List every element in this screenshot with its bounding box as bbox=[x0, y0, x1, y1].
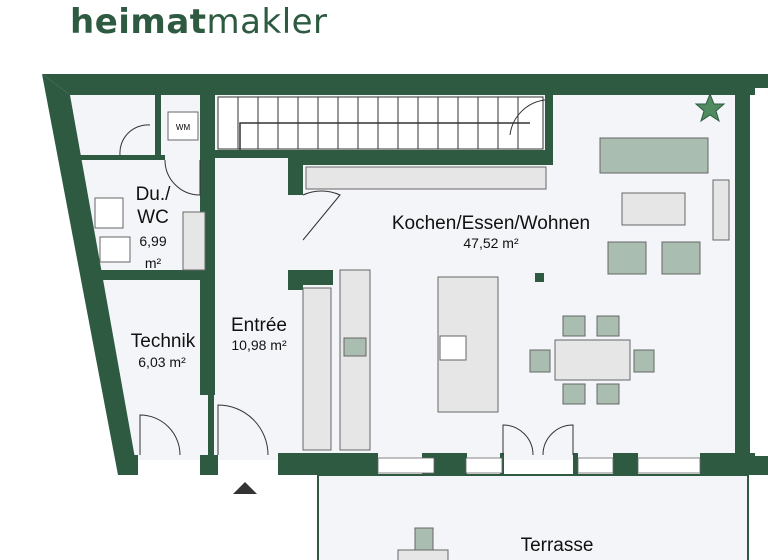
logo-bold: heimat bbox=[70, 2, 207, 42]
chair bbox=[562, 383, 586, 405]
terrace-table bbox=[397, 549, 449, 560]
room-area-technik: 6,03 m² bbox=[138, 354, 186, 370]
terrace-floor bbox=[317, 474, 749, 560]
doors bbox=[119, 99, 574, 456]
staircase bbox=[217, 96, 544, 150]
chair bbox=[596, 315, 620, 337]
toilet bbox=[99, 236, 131, 263]
logo: heimatmakler bbox=[70, 2, 328, 42]
logo-regular: makler bbox=[206, 2, 328, 42]
cabinet bbox=[302, 287, 332, 451]
plant-icon bbox=[694, 92, 726, 123]
chair bbox=[596, 383, 620, 405]
chair bbox=[633, 349, 655, 373]
room-name-terrasse: Terrasse bbox=[521, 535, 594, 556]
windows bbox=[377, 457, 701, 474]
room-name-wc: Du./ bbox=[136, 184, 172, 205]
room-area-entree: 10,98 m² bbox=[231, 337, 287, 353]
column bbox=[535, 273, 544, 282]
armchair bbox=[661, 241, 701, 275]
dining-table bbox=[554, 339, 631, 381]
shower-bench bbox=[182, 211, 206, 271]
room-name-entree: Entrée bbox=[231, 315, 287, 336]
washer-label: WM bbox=[176, 123, 191, 132]
armchair bbox=[607, 241, 647, 275]
sofa bbox=[599, 137, 709, 174]
counter-back bbox=[305, 166, 547, 190]
kitchen-counter bbox=[339, 269, 371, 451]
chair bbox=[562, 315, 586, 337]
room-name-wc-2: WC bbox=[137, 207, 169, 228]
washbasin bbox=[94, 197, 124, 229]
furniture bbox=[94, 111, 730, 560]
sink bbox=[343, 337, 367, 357]
arrow-up-icon bbox=[233, 482, 257, 494]
washing-machine bbox=[167, 111, 199, 141]
coffee-table bbox=[621, 192, 686, 226]
tv-unit bbox=[712, 179, 730, 241]
cooktop bbox=[439, 335, 467, 361]
room-area-wc: 6,99 bbox=[139, 233, 166, 249]
room-name-living: Kochen/Essen/Wohnen bbox=[392, 213, 590, 234]
room-area-wc-unit: m² bbox=[145, 255, 162, 271]
room-name-technik: Technik bbox=[131, 331, 196, 352]
right-wall bbox=[735, 74, 750, 474]
chair bbox=[529, 349, 551, 373]
room-area-living: 47,52 m² bbox=[463, 235, 519, 251]
top-wall bbox=[42, 74, 768, 95]
